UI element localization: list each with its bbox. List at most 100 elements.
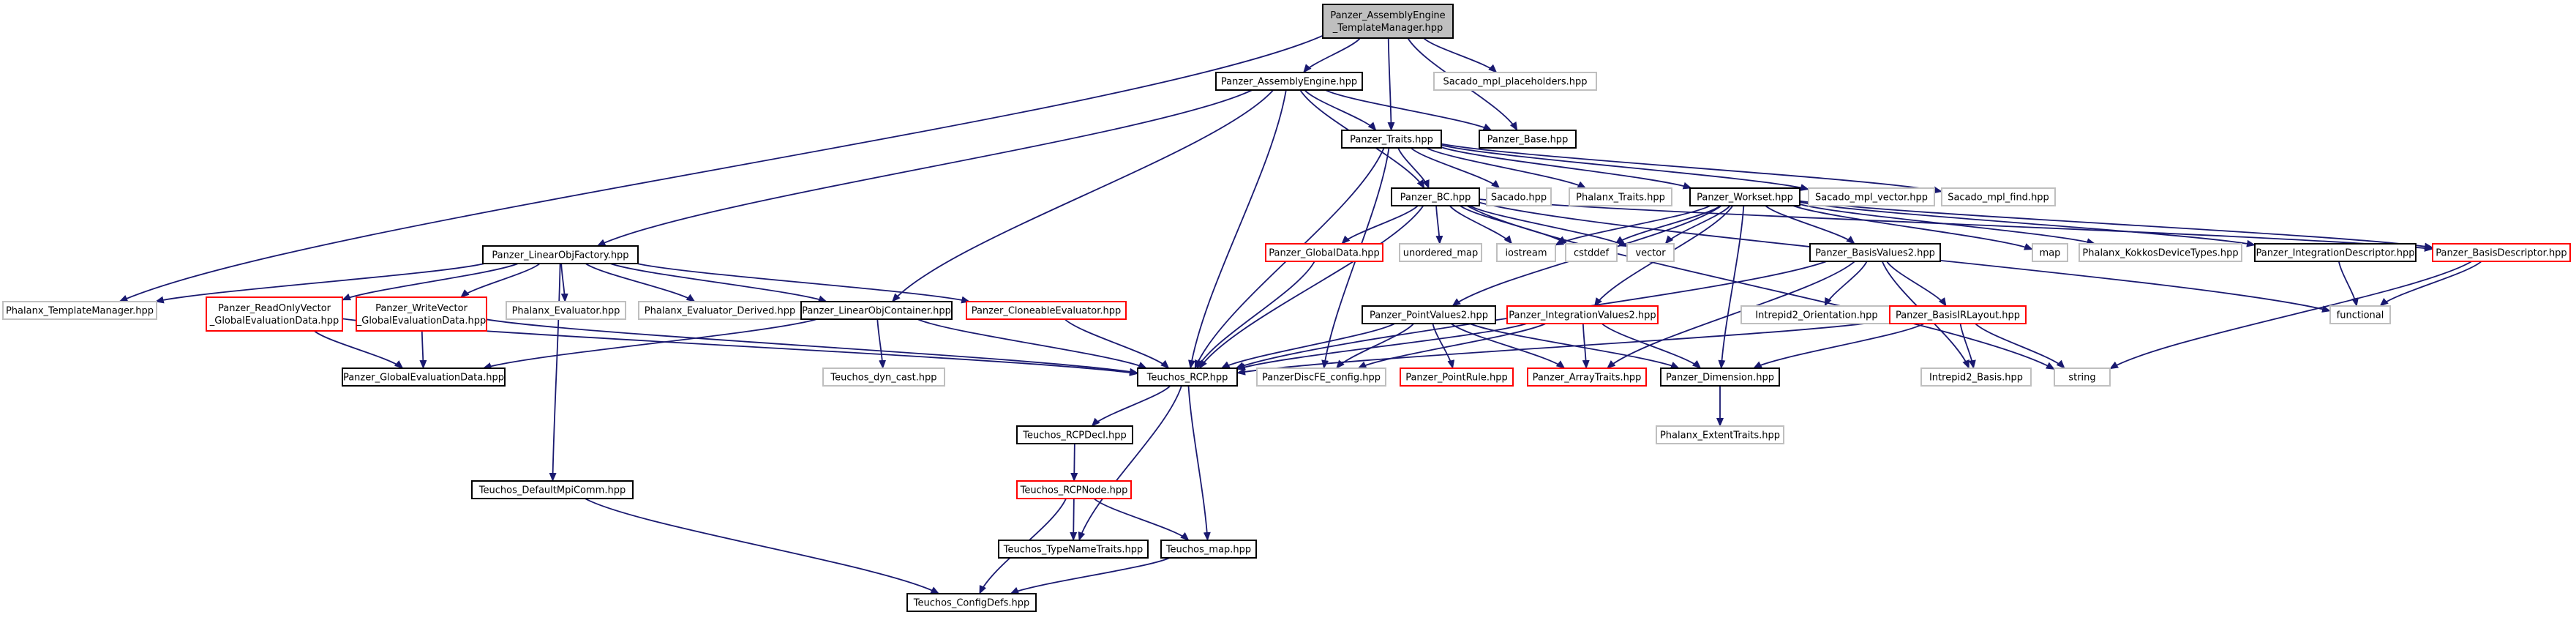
node-iv2-box: [1506, 305, 1659, 324]
edge-iv2-to-atraits: [1582, 323, 1590, 369]
node-i2basis: Intrepid2_Basis.hpp: [1920, 368, 2032, 387]
node-phxtraits-box: [1569, 187, 1672, 206]
node-lof-box: [482, 245, 639, 264]
node-iv2[interactable]: Panzer_IntegrationValues2.hpp: [1506, 305, 1659, 324]
node-phxext: Phalanx_ExtentTraits.hpp: [1656, 425, 1784, 444]
edge-bc-to-rcp: [1198, 205, 1424, 369]
node-functional-label: functional: [2337, 310, 2384, 321]
node-workset-label: Panzer_Workset.hpp: [1697, 193, 1793, 204]
node-wv-label: _GlobalEvaluationData.hpp: [356, 316, 486, 327]
node-kokkos: Phalanx_KokkosDeviceTypes.hpp: [2079, 243, 2242, 262]
node-rov-box: [206, 296, 343, 332]
edge-birl-to-rcp: [1236, 319, 1890, 376]
node-map-label: map: [2040, 248, 2061, 259]
node-ae-box: [1215, 72, 1363, 91]
node-phxtraits-label: Phalanx_Traits.hpp: [1576, 193, 1665, 204]
edge-loc-to-ged: [482, 318, 817, 370]
node-basisdesc[interactable]: Panzer_BasisDescriptor.hpp: [2432, 243, 2571, 262]
node-lof[interactable]: Panzer_LinearObjFactory.hpp: [482, 245, 639, 264]
node-dmpi[interactable]: Teuchos_DefaultMpiComm.hpp: [471, 480, 634, 499]
edge-workset-to-kokkos: [1799, 204, 2096, 245]
edge-lof-to-phxtm: [154, 263, 485, 304]
node-rcpnode[interactable]: Teuchos_RCPNode.hpp: [1016, 480, 1132, 499]
node-rcpdecl-label: Teuchos_RCPDecl.hpp: [1022, 430, 1127, 441]
node-gdata[interactable]: Panzer_GlobalData.hpp: [1265, 243, 1383, 262]
node-base[interactable]: Panzer_Base.hpp: [1479, 130, 1577, 149]
node-smplfind-label: Sacado_mpl_find.hpp: [1948, 193, 2049, 204]
edge-rcp-to-rcpdecl: [1091, 385, 1171, 427]
edge-lof-to-rov: [342, 263, 519, 301]
edge-intdesc-to-functional: [2337, 261, 2359, 307]
edge-pv2-to-atraits: [1450, 323, 1566, 369]
node-workset-box: [1689, 187, 1800, 206]
edge-bc-to-umap: [1435, 205, 1443, 245]
node-intdesc[interactable]: Panzer_IntegrationDescriptor.hpp: [2254, 243, 2417, 262]
node-cdefs-box: [906, 593, 1037, 612]
node-cdefs-label: Teuchos_ConfigDefs.hpp: [913, 598, 1030, 609]
node-atraits[interactable]: Panzer_ArrayTraits.hpp: [1527, 368, 1647, 387]
node-smplvec: Sacado_mpl_vector.hpp: [1808, 187, 1935, 206]
node-smplvec-label: Sacado_mpl_vector.hpp: [1815, 193, 1928, 204]
node-ged[interactable]: Panzer_GlobalEvaluationData.hpp: [342, 368, 506, 387]
edge-iv2-to-rcp: [1236, 323, 1528, 370]
edge-traits-to-smplvec: [1441, 144, 1809, 191]
node-tmap[interactable]: Teuchos_map.hpp: [1160, 540, 1257, 559]
node-bv2[interactable]: Panzer_BasisValues2.hpp: [1809, 243, 1941, 262]
node-tname[interactable]: Teuchos_TypeNameTraits.hpp: [998, 540, 1149, 559]
node-rcp-box: [1137, 368, 1238, 387]
node-rcpnode-label: Teuchos_RCPNode.hpp: [1020, 485, 1128, 496]
node-traits-box: [1341, 130, 1442, 149]
edge-ae-to-base: [1325, 89, 1492, 131]
edge-workset-to-bv2: [1765, 205, 1855, 245]
node-phxtm: Phalanx_TemplateManager.hpp: [2, 301, 157, 320]
node-clone-label: Panzer_CloneableEvaluator.hpp: [972, 306, 1122, 317]
node-phxeval: Phalanx_Evaluator.hpp: [506, 301, 626, 320]
node-loc[interactable]: Panzer_LinearObjContainer.hpp: [800, 301, 953, 320]
node-prule[interactable]: Panzer_PointRule.hpp: [1400, 368, 1514, 387]
node-gdata-box: [1265, 243, 1383, 262]
edge-dmpi-to-cdefs: [585, 498, 940, 594]
node-pv2-label: Panzer_PointValues2.hpp: [1370, 310, 1488, 321]
node-birl[interactable]: Panzer_BasisIRLayout.hpp: [1889, 305, 2027, 324]
edge-gdata-to-rcp: [1196, 261, 1315, 369]
node-intdesc-box: [2254, 243, 2417, 262]
node-root[interactable]: Panzer_AssemblyEngine_TemplateManager.hp…: [1322, 4, 1454, 39]
edge-root-to-ae: [1303, 37, 1361, 73]
node-bc[interactable]: Panzer_BC.hpp: [1391, 187, 1480, 206]
node-wv[interactable]: Panzer_WriteVector_GlobalEvaluationData.…: [356, 296, 487, 332]
edge-root-to-phxtm: [119, 34, 1323, 302]
node-sacado-label: Sacado.hpp: [1491, 193, 1547, 204]
node-dim[interactable]: Panzer_Dimension.hpp: [1660, 368, 1780, 387]
node-string-box: [2054, 368, 2111, 387]
node-prule-label: Panzer_PointRule.hpp: [1405, 373, 1508, 384]
edge-lof-to-wv: [460, 263, 541, 298]
node-bv2-box: [1809, 243, 1941, 262]
node-rov[interactable]: Panzer_ReadOnlyVector_GlobalEvaluationDa…: [206, 296, 343, 332]
node-umap-label: unordered_map: [1403, 248, 1479, 259]
edge-lof-to-dmpi: [549, 263, 561, 482]
edge-pv2-to-rcp: [1220, 323, 1395, 369]
edge-traits-to-smplfind: [1441, 143, 1942, 194]
node-phxeval-label: Phalanx_Evaluator.hpp: [512, 306, 620, 317]
node-ae[interactable]: Panzer_AssemblyEngine.hpp: [1215, 72, 1363, 91]
node-birl-box: [1889, 305, 2027, 324]
node-pv2[interactable]: Panzer_PointValues2.hpp: [1362, 305, 1496, 324]
node-dyncast-box: [822, 368, 945, 387]
node-traits[interactable]: Panzer_Traits.hpp: [1341, 130, 1442, 149]
node-clone[interactable]: Panzer_CloneableEvaluator.hpp: [966, 301, 1127, 320]
node-cdefs[interactable]: Teuchos_ConfigDefs.hpp: [906, 593, 1037, 612]
edge-birl-to-i2basis: [1959, 323, 1976, 369]
node-rcp[interactable]: Teuchos_RCP.hpp: [1137, 368, 1238, 387]
node-smplvec-box: [1808, 187, 1935, 206]
edge-workset-to-iostream: [1555, 205, 1711, 246]
edge-traits-to-bc: [1397, 147, 1430, 189]
node-dim-box: [1660, 368, 1780, 387]
node-smplfind: Sacado_mpl_find.hpp: [1941, 187, 2056, 206]
node-rov-label: Panzer_ReadOnlyVector: [218, 303, 331, 314]
node-workset[interactable]: Panzer_Workset.hpp: [1689, 187, 1800, 206]
node-vector-box: [1626, 243, 1675, 262]
edge-ae-to-rcp: [1188, 89, 1287, 369]
edge-bv2-to-birl: [1886, 261, 1947, 307]
node-rcpdecl[interactable]: Teuchos_RCPDecl.hpp: [1016, 425, 1133, 444]
